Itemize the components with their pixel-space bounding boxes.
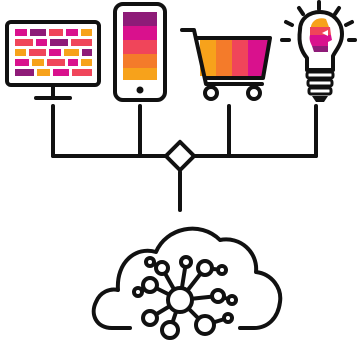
diamond-junction-icon	[163, 139, 197, 173]
monitor-screen-tiles	[15, 29, 92, 76]
head-silhouette	[309, 18, 332, 52]
connector-lines	[51, 104, 318, 212]
network-graph	[132, 255, 238, 340]
smartphone-icon	[113, 2, 167, 102]
bulb-rays	[280, 0, 357, 42]
lightbulb-head-icon	[280, 0, 357, 102]
cloud-network-icon	[91, 226, 283, 340]
desktop-monitor-icon	[5, 20, 101, 100]
cloud-outline	[91, 226, 283, 330]
shopping-cart-icon	[180, 28, 272, 101]
